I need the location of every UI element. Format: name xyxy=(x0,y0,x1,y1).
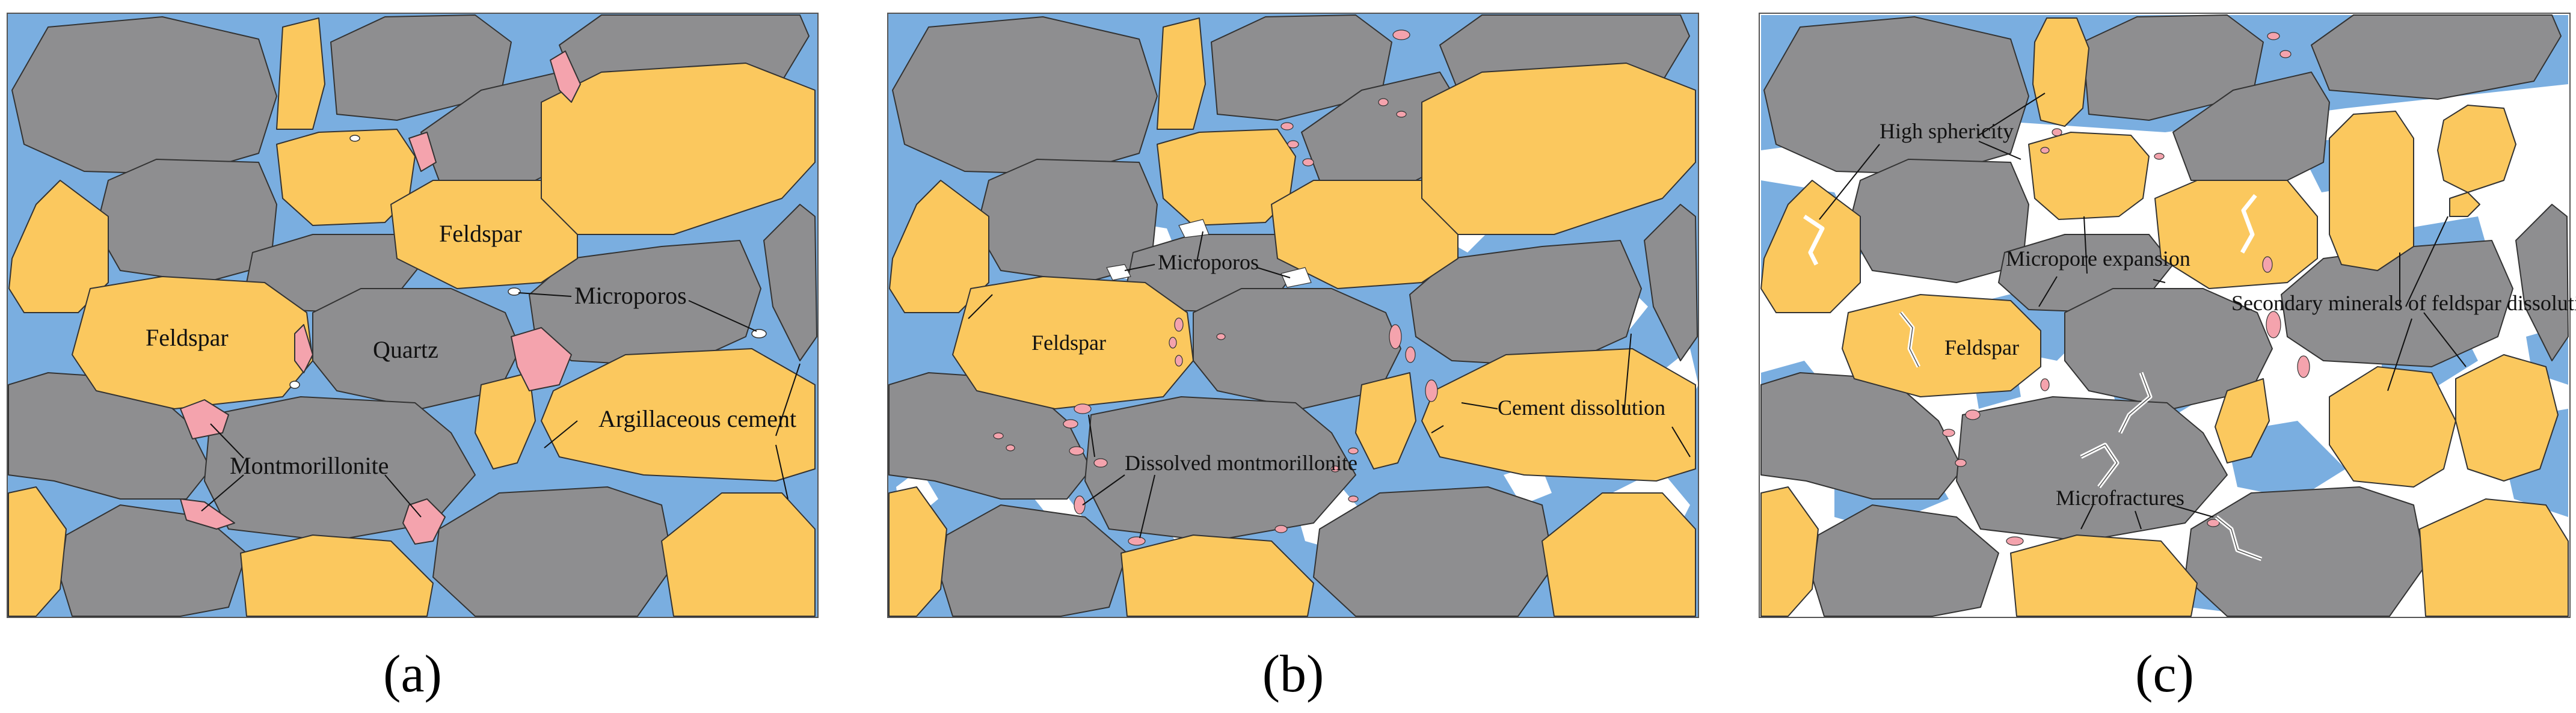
label-microporos: Microporos xyxy=(574,282,687,309)
micropores-b xyxy=(1106,219,1312,288)
label-micropore-expansion: Micropore expansion xyxy=(2006,246,2190,271)
caption-a: (a) xyxy=(383,645,442,703)
label-feldspar-c: Feldspar xyxy=(1944,335,2019,360)
label-secondary-minerals: Secondary minerals of feldspar dissoluti… xyxy=(2231,291,2576,315)
panel-b: Microporos Feldspar Cement dissolution D… xyxy=(887,13,1699,703)
panel-a: Feldspar Feldspar Quartz Microporos Argi… xyxy=(7,13,819,703)
label-feldspar-top: Feldspar xyxy=(439,220,522,247)
label-argillaceous-cement: Argillaceous cement xyxy=(598,405,796,432)
montmorillonite-grains xyxy=(180,50,581,545)
label-high-sphericity: High sphericity xyxy=(1880,119,2014,143)
label-montmorillonite: Montmorillonite xyxy=(230,452,389,479)
pink-specks-c xyxy=(1942,32,2310,546)
label-microfractures: Microfractures xyxy=(2056,486,2184,510)
caption-b: (b) xyxy=(1262,645,1324,703)
leader-lines-c xyxy=(1819,93,2467,530)
label-quartz: Quartz xyxy=(373,336,438,363)
caption-c: (c) xyxy=(2135,645,2194,703)
micropores xyxy=(289,135,767,389)
quartz-grains-b xyxy=(888,14,1698,617)
label-cement-dissolution: Cement dissolution xyxy=(1498,396,1665,420)
leader-lines-b xyxy=(968,231,1691,539)
dissolved-montmorillonite xyxy=(993,29,1438,546)
feldspar-grains-c xyxy=(1760,17,2569,617)
leader-lines xyxy=(201,292,801,518)
quartz-grains-c xyxy=(1760,14,2569,617)
panel-c: High sphericity Micropore expansion Seco… xyxy=(1759,13,2576,703)
fracture-outlines xyxy=(1900,312,2262,560)
label-microporos-b: Microporos xyxy=(1158,250,1259,274)
label-feldspar-left: Feldspar xyxy=(146,324,229,351)
feldspar-grains xyxy=(8,17,816,617)
label-feldspar-b: Feldspar xyxy=(1031,331,1106,355)
label-dissolved-montmorillonite: Dissolved montmorillonite xyxy=(1125,451,1357,475)
